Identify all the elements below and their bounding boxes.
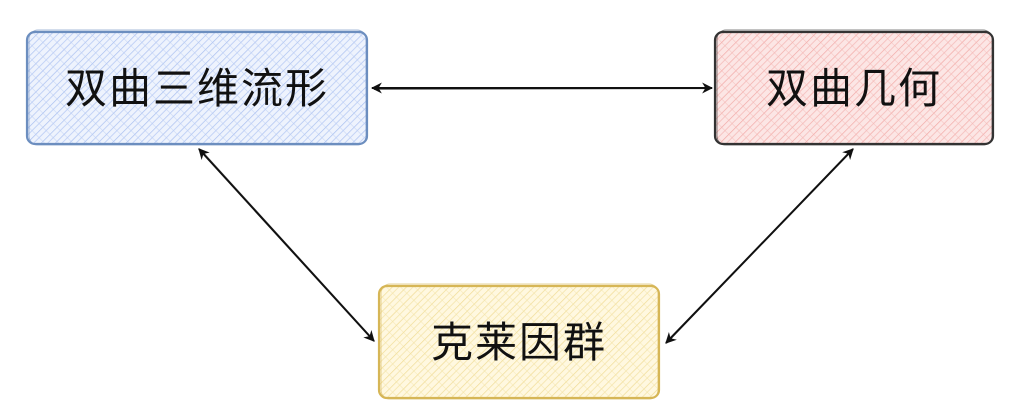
node-hyperbolic-3-manifolds: 双曲三维流形 [25, 29, 369, 146]
node-hyperbolic-geometry: 双曲几何 [713, 29, 995, 146]
edges [198, 82, 854, 344]
edge-manifolds-geometry [370, 82, 714, 94]
edge-manifolds-kleinian [198, 148, 375, 342]
node-label-hyperbolic-geometry: 双曲几何 [766, 64, 942, 113]
node-kleinian-groups: 克莱因群 [377, 283, 661, 400]
node-label-kleinian-groups: 克莱因群 [431, 318, 607, 367]
edge-geometry-kleinian [665, 148, 854, 344]
node-label-hyperbolic-3-manifolds: 双曲三维流形 [65, 64, 329, 113]
